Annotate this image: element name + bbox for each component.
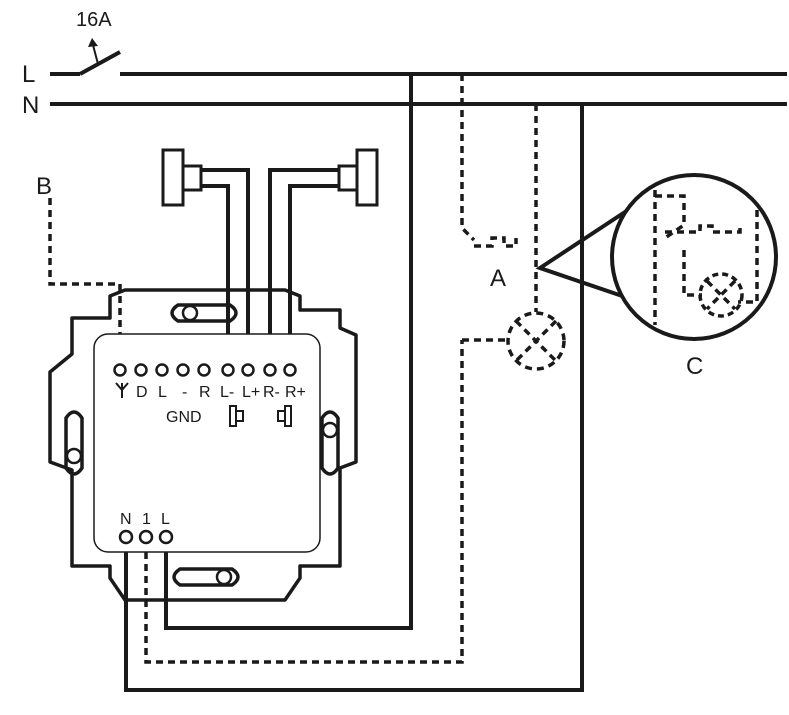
- lamp-icon: [508, 313, 564, 369]
- terminal-label-r: R: [199, 384, 211, 401]
- live-line-label: L: [22, 61, 35, 88]
- switch-feed-wire: [462, 74, 474, 240]
- breaker-rating: 16A: [76, 9, 112, 31]
- live-line: [50, 52, 787, 74]
- terminal-label-minus: -: [182, 384, 187, 401]
- terminal-label-l: L: [158, 384, 167, 401]
- speaker-right-icon: [339, 150, 377, 205]
- terminal-label-l-minus: L-: [220, 384, 234, 401]
- breaker-arrow-icon: [88, 38, 98, 64]
- terminal-label-l-plus: L+: [242, 384, 260, 401]
- top-terminal-row: [115, 365, 296, 376]
- bottom-terminal-row: [120, 531, 172, 543]
- mount-slot-left: [66, 412, 82, 474]
- magnifier-detail: [612, 175, 776, 339]
- terminal-label-r-minus: R-: [263, 384, 280, 401]
- terminal-label-r-plus: R+: [285, 384, 306, 401]
- callout-c-label: C: [686, 353, 703, 380]
- terminal-label-1: 1: [142, 511, 151, 528]
- terminal-label-n: N: [120, 511, 132, 528]
- speaker-left-icon: [163, 150, 201, 205]
- callout-b-label: B: [36, 173, 52, 200]
- terminal-label-d: D: [136, 384, 148, 401]
- mount-slot-right: [322, 412, 338, 474]
- neutral-line-label: N: [22, 92, 39, 119]
- gnd-label: GND: [166, 409, 202, 426]
- switch-wire: [474, 238, 516, 246]
- callout-a-label: A: [490, 265, 506, 292]
- terminal-label-l-bottom: L: [161, 511, 170, 528]
